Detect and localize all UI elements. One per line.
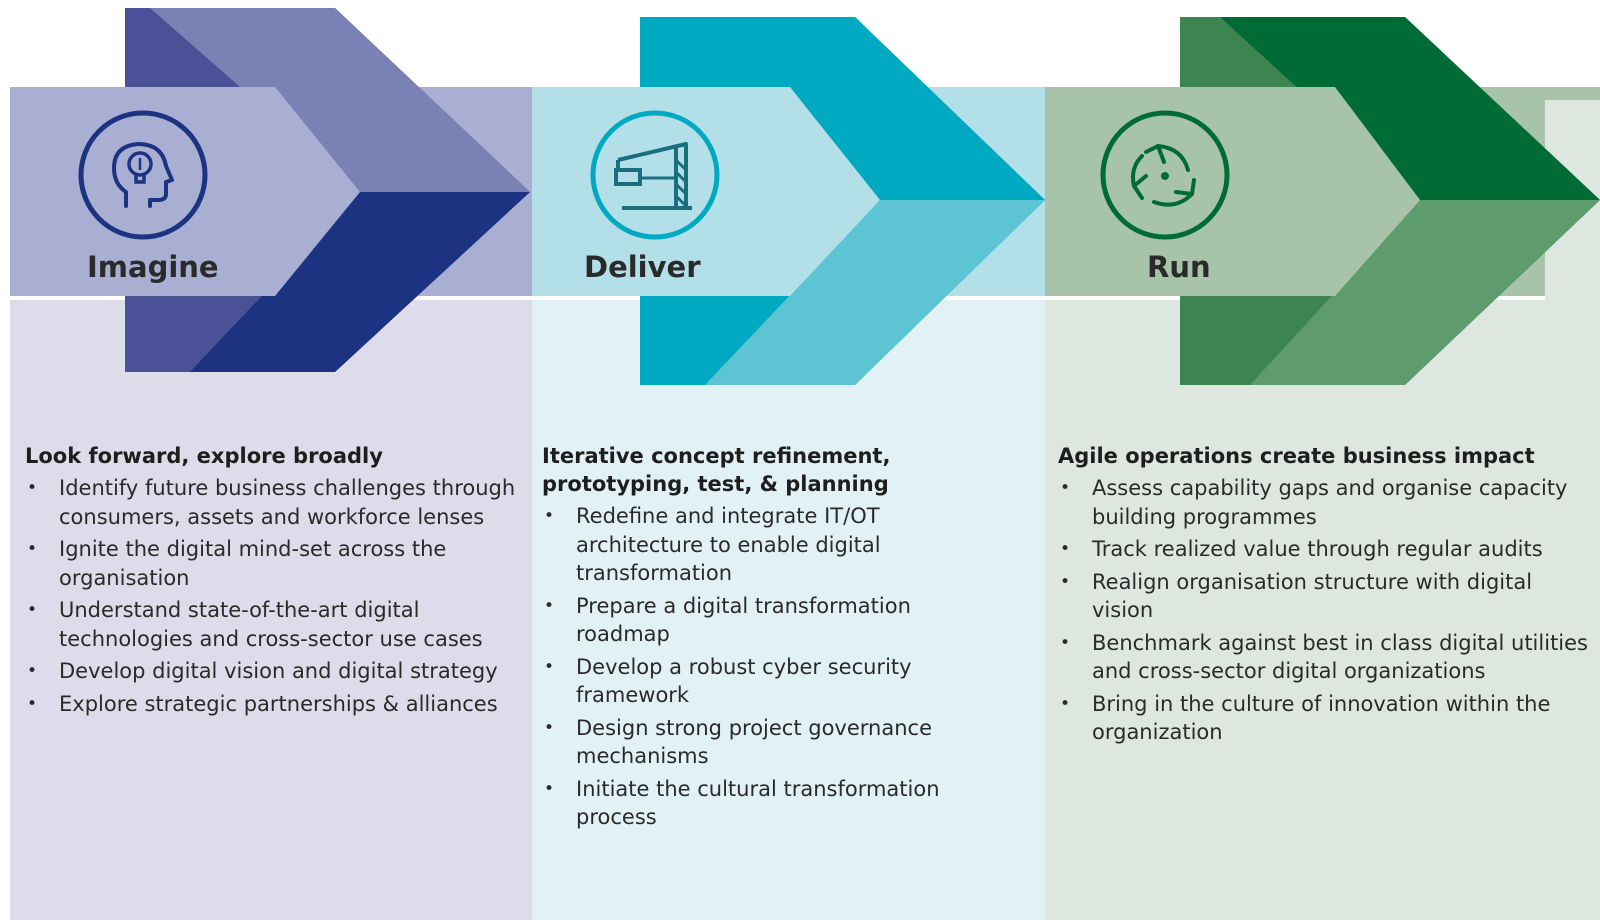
cycle-arrows-icon xyxy=(1098,108,1232,242)
list-item: Assess capability gaps and organise capa… xyxy=(1058,474,1588,531)
list-item: Identify future business challenges thro… xyxy=(25,474,525,531)
list-item: Realign organisation structure with digi… xyxy=(1058,568,1588,625)
deliver-title: Deliver xyxy=(584,250,701,284)
run-list: Assess capability gaps and organise capa… xyxy=(1058,474,1588,747)
deliver-chevron xyxy=(532,17,1045,385)
chevron-graphics xyxy=(10,8,1600,385)
run-content: Agile operations create business impact … xyxy=(1058,442,1588,751)
list-item: Understand state-of-the-art digital tech… xyxy=(25,596,525,653)
list-item: Develop a robust cyber security framewor… xyxy=(542,653,987,710)
list-item: Bring in the culture of innovation withi… xyxy=(1058,690,1588,747)
deliver-content: Iterative concept refinement, prototypin… xyxy=(542,442,987,836)
list-item: Track realized value through regular aud… xyxy=(1058,535,1588,564)
run-heading: Agile operations create business impact xyxy=(1058,444,1535,468)
list-item: Develop digital vision and digital strat… xyxy=(25,657,525,686)
crane-icon xyxy=(588,108,722,242)
imagine-heading: Look forward, explore broadly xyxy=(25,444,383,468)
list-item: Redefine and integrate IT/OT architectur… xyxy=(542,502,987,588)
list-item: Prepare a digital transformation roadmap xyxy=(542,592,987,649)
list-item: Ignite the digital mind-set across the o… xyxy=(25,535,525,592)
list-item: Benchmark against best in class digital … xyxy=(1058,629,1588,686)
imagine-chevron xyxy=(10,8,530,372)
run-chevron xyxy=(1045,17,1600,385)
list-item: Design strong project governance mechani… xyxy=(542,714,987,771)
imagine-list: Identify future business challenges thro… xyxy=(25,474,525,718)
imagine-content: Look forward, explore broadly Identify f… xyxy=(25,442,525,722)
list-item: Explore strategic partnerships & allianc… xyxy=(25,690,525,719)
deliver-list: Redefine and integrate IT/OT architectur… xyxy=(542,502,987,832)
list-item: Initiate the cultural transformation pro… xyxy=(542,775,987,832)
lightbulb-head-icon xyxy=(76,108,210,242)
deliver-heading: Iterative concept refinement, prototypin… xyxy=(542,444,891,496)
imagine-title: Imagine xyxy=(87,250,219,284)
run-title: Run xyxy=(1147,250,1211,284)
